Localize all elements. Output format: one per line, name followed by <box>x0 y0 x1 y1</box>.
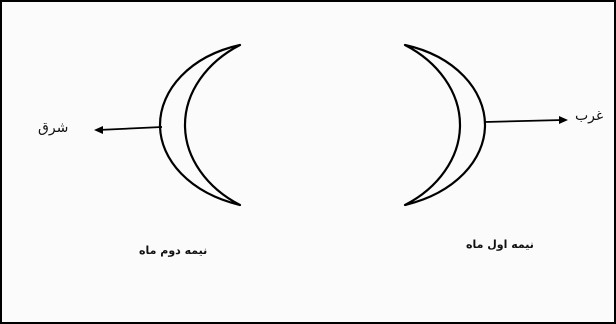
east-arrow-head <box>94 126 103 134</box>
second-half-caption: نیمه دوم ماه <box>139 244 207 257</box>
west-arrow-head <box>559 116 568 124</box>
right-crescent <box>405 45 485 205</box>
west-arrow-line <box>485 120 563 122</box>
east-arrow-line <box>98 127 162 130</box>
east-label: شرق <box>38 120 68 136</box>
first-half-caption: نیمه اول ماه <box>466 238 534 251</box>
left-crescent <box>160 45 240 205</box>
west-label: غرب <box>575 108 603 124</box>
